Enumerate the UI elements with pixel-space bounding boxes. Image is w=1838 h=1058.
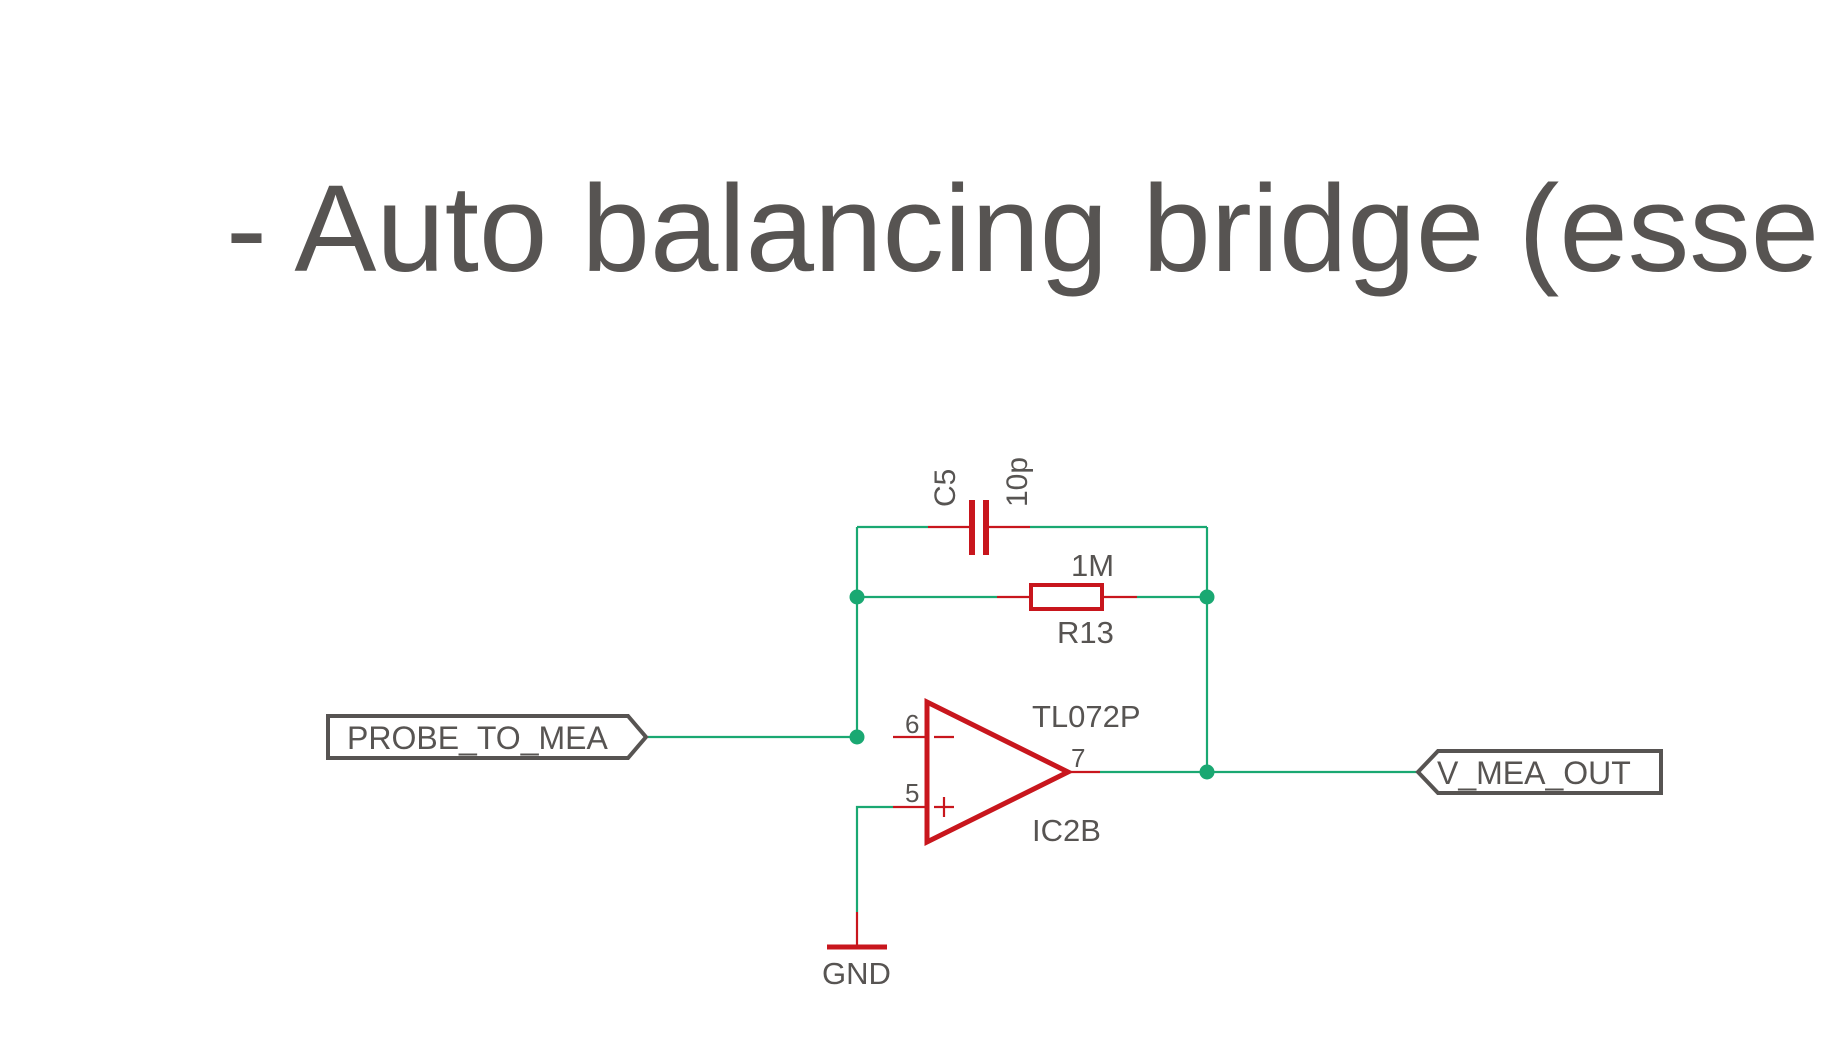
pin-5-label: 5 (905, 778, 919, 808)
resistor-name-label: R13 (1057, 615, 1114, 650)
output-port-shape (1415, 749, 1663, 795)
capacitor-value-label: 10p (1001, 457, 1034, 507)
capacitor-name-label: C5 (929, 469, 962, 507)
junction-dot (1199, 589, 1215, 605)
junction-dot (1199, 764, 1215, 780)
pin-7-label: 7 (1071, 743, 1085, 773)
input-port-label: PROBE_TO_MEA (347, 720, 608, 756)
resistor-value-label: 1M (1071, 548, 1114, 583)
pin-6-label: 6 (905, 709, 919, 739)
capacitor-c5 (928, 500, 1030, 555)
output-port-label: V_MEA_OUT (1437, 755, 1631, 791)
wire-ground (855, 805, 893, 912)
wires (648, 525, 1418, 912)
input-port-shape (326, 714, 649, 760)
opamp-part-label: TL072P (1032, 699, 1141, 734)
ground-label: GND (822, 956, 891, 991)
junctions (849, 589, 1215, 780)
opamp-name-label: IC2B (1032, 813, 1101, 848)
junction-dot (849, 589, 865, 605)
slide-title-text: - Auto balancing bridge (esse (226, 161, 1820, 298)
opamp-ic2b (893, 697, 1100, 847)
ground-symbol (827, 912, 887, 950)
junction-dot (849, 729, 865, 745)
slide-title: - Auto balancing bridge (esse (0, 160, 1838, 300)
resistor-r13 (997, 583, 1137, 611)
